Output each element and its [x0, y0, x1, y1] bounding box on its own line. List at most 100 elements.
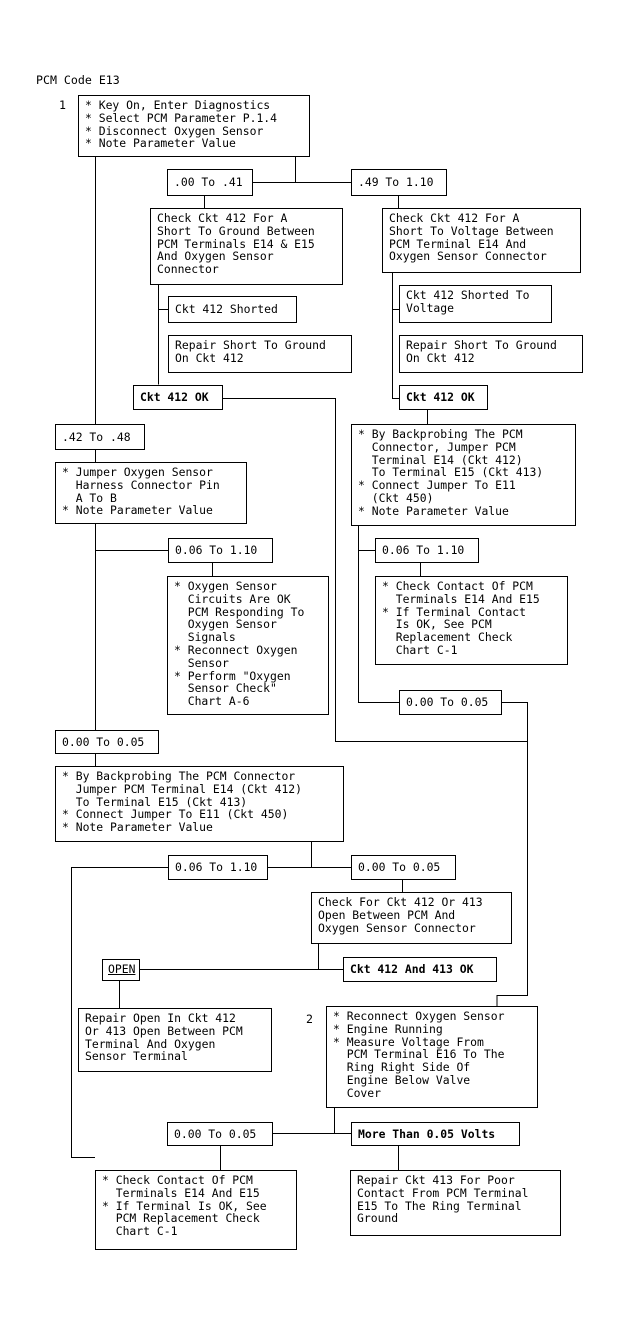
- page-title: PCM Code E13: [36, 73, 120, 87]
- box-text-line: Short To Voltage Between: [389, 223, 554, 238]
- step-number-1: 1: [59, 98, 66, 112]
- box-text-line: * By Backprobing The PCM: [358, 427, 523, 441]
- box-text-line: Cover: [333, 1085, 382, 1100]
- box-text-line: * Note Parameter Value: [62, 503, 213, 518]
- box-text-line: * Key On, Enter Diagnostics: [85, 98, 271, 112]
- box-text-line: Connector: [157, 262, 219, 277]
- box-text-line: Open Between PCM And: [318, 907, 456, 922]
- open-result-box: OPEN: [102, 959, 140, 981]
- box-text-line: * Connect Jumper To E11 (Ckt 450): [62, 807, 289, 822]
- box-text-line: Terminal And Oxygen: [85, 1036, 216, 1051]
- box-text-line: PCM Terminal E16 To The: [333, 1047, 505, 1062]
- box-text-line: Connector, Jumper PCM: [358, 439, 516, 454]
- box-text-line: * If Terminal Is OK, See: [102, 1198, 267, 1213]
- box-text-line: Voltage: [406, 300, 455, 315]
- step-number-2: 2: [306, 1012, 313, 1026]
- ckt-412-ok-left-box: Ckt 412 OK: [133, 385, 223, 410]
- box-text-line: * Note Parameter Value: [85, 136, 236, 151]
- box-text-line: Replacement Check: [382, 630, 513, 645]
- box-text-line: * If Terminal Contact: [382, 604, 527, 619]
- box-text-line: * Engine Running: [333, 1021, 443, 1036]
- box-text-line: * Note Parameter Value: [358, 503, 509, 518]
- box-text-line: Terminals E14 And E15: [102, 1185, 260, 1200]
- box-text-line: * Reconnect Oxygen: [174, 642, 298, 657]
- box-text-line: Oxygen Sensor Connector: [318, 920, 476, 935]
- ckt-412-ok-right-box: Ckt 412 OK: [399, 385, 488, 410]
- box-text-line: Oxygen Sensor Connector: [389, 249, 547, 264]
- box-text-line: 0.00 To 0.05: [62, 735, 145, 749]
- box-text-line: Repair Ckt 413 For Poor: [357, 1173, 515, 1187]
- oxygen-sensor-circuits-ok-box: * Oxygen Sensor Circuits Are OK PCM Resp…: [167, 576, 329, 715]
- box-text-line: * Oxygen Sensor: [174, 579, 277, 593]
- box-text-line: OPEN: [108, 962, 136, 976]
- box-text-line: More Than 0.05 Volts: [358, 1127, 496, 1141]
- box-text-line: To Terminal E15 (Ckt 413): [62, 794, 248, 809]
- box-text-line: 0.00 To 0.05: [406, 695, 489, 709]
- box-text-line: On Ckt 412: [175, 350, 244, 365]
- box-text-line: * Select PCM Parameter P.1.4: [85, 110, 278, 125]
- ckt-412-shorted-box: Ckt 412 Shorted: [168, 296, 297, 323]
- box-text-line: * Disconnect Oxygen Sensor: [85, 123, 264, 138]
- box-text-line: * Jumper Oxygen Sensor: [62, 465, 213, 479]
- box-text-line: Oxygen Sensor: [174, 617, 277, 632]
- box-text-line: Ckt 412 And 413 OK: [350, 962, 474, 976]
- box-text-line: E15 To The Ring Terminal: [357, 1198, 522, 1213]
- box-text-line: * Perform "Oxygen: [174, 668, 291, 683]
- box-text-line: * Note Parameter Value: [62, 820, 213, 835]
- box-text-line: Jumper PCM Terminal E14 (Ckt 412): [62, 781, 303, 796]
- box-text-line: Is OK, See PCM: [382, 617, 492, 632]
- box-text-line: Check Ckt 412 For A: [389, 211, 520, 225]
- box-text-line: Sensor Terminal: [85, 1049, 188, 1064]
- box-text-line: (Ckt 450): [358, 490, 434, 505]
- range-49-to-110-box: .49 To 1.10: [351, 169, 447, 196]
- jumper-oxygen-sensor-step-box: * Jumper Oxygen Sensor Harness Connector…: [55, 462, 247, 524]
- box-text-line: 0.00 To 0.05: [358, 860, 441, 874]
- box-text-line: Sensor Check": [174, 681, 277, 696]
- box-text-line: Harness Connector Pin: [62, 477, 220, 492]
- box-text-line: Ground: [357, 1211, 399, 1226]
- box-text-line: Terminals E14 And E15: [382, 591, 540, 606]
- box-text-line: Repair Open In Ckt 412: [85, 1011, 236, 1025]
- box-text-line: Terminal E14 (Ckt 412): [358, 452, 523, 467]
- box-text-line: 0.06 To 1.10: [175, 543, 258, 557]
- box-text-line: Engine Below Valve: [333, 1072, 471, 1087]
- box-text-line: * Connect Jumper To E11: [358, 478, 516, 493]
- box-text-line: Chart A-6: [174, 694, 250, 709]
- box-text-line: A To B: [62, 490, 117, 505]
- box-text-line: PCM Terminals E14 & E15: [157, 236, 315, 251]
- range-000-to-005-middle-box: 0.00 To 0.05: [351, 855, 456, 880]
- box-text-line: .49 To 1.10: [358, 175, 434, 189]
- backprobe-pcm-connector-lower-box: * By Backprobing The PCM Connector Jumpe…: [55, 766, 344, 842]
- ckt-412-and-413-ok-box: Ckt 412 And 413 OK: [343, 957, 497, 982]
- range-42-to-48-box: .42 To .48: [55, 424, 145, 450]
- box-text-line: Chart C-1: [102, 1224, 178, 1239]
- box-text-line: Repair Short To Ground: [406, 338, 557, 352]
- box-text-line: PCM Replacement Check: [102, 1211, 260, 1226]
- box-text-line: * Check Contact Of PCM: [382, 579, 533, 593]
- box-text-line: * Check Contact Of PCM: [102, 1173, 253, 1187]
- box-text-line: PCM Terminal E14 And: [389, 236, 527, 251]
- box-text-line: Check For Ckt 412 Or 413: [318, 895, 483, 909]
- box-text-line: Ckt 412 OK: [406, 390, 475, 404]
- box-text-line: PCM Responding To: [174, 604, 305, 619]
- box-text-line: 0.06 To 1.10: [175, 860, 258, 874]
- backprobe-pcm-connector-step-box: * By Backprobing The PCM Connector, Jump…: [351, 424, 576, 526]
- check-contact-pcm-terminals-upper-box: * Check Contact Of PCM Terminals E14 And…: [375, 576, 568, 665]
- box-text-line: Check Ckt 412 For A: [157, 211, 288, 225]
- box-text-line: 0.00 To 0.05: [174, 1127, 257, 1141]
- box-text-line: Ckt 412 OK: [140, 390, 209, 404]
- box-text-line: .00 To .41: [174, 175, 243, 189]
- box-text-line: Ring Right Side Of: [333, 1060, 471, 1075]
- box-text-line: To Terminal E15 (Ckt 413): [358, 465, 544, 480]
- range-00-to-41-box: .00 To .41: [167, 169, 253, 196]
- range-000-to-005-right-box: 0.00 To 0.05: [399, 690, 502, 715]
